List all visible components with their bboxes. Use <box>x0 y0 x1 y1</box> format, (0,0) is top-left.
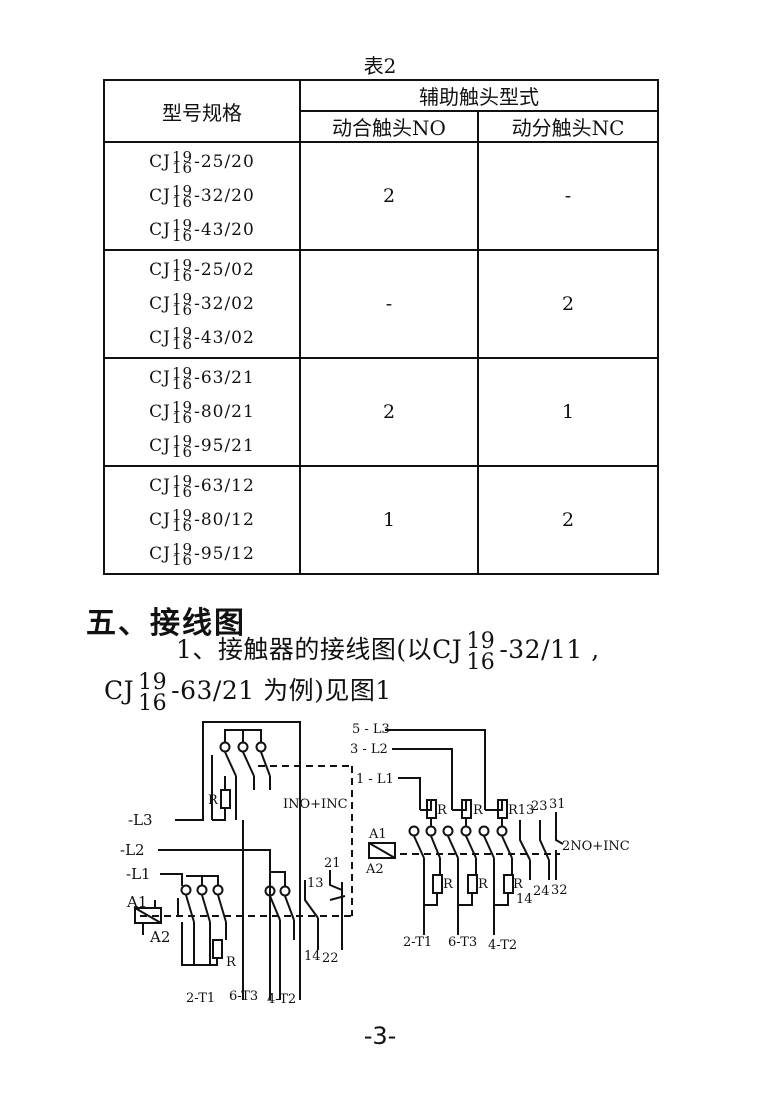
right-contactor-diagram <box>368 729 564 935</box>
label-left-a2: A2 <box>149 928 170 946</box>
wiring-diagram: -L3 -L2 -L1 A1 A2 R R INO+INC 13 21 14 2… <box>120 721 630 1007</box>
nc-cell: - <box>477 141 659 251</box>
label-left-t2: 4-T2 <box>267 992 296 1007</box>
page-number: -3- <box>363 1022 397 1050</box>
label-right-23: 23 <box>531 799 548 814</box>
label-left-13: 13 <box>307 876 324 891</box>
label-right-32: 32 <box>551 883 568 898</box>
label-right-a2: A2 <box>365 862 384 877</box>
no-cell: 2 <box>299 357 479 467</box>
label-right-a1: A1 <box>368 827 387 842</box>
label-right-24: 24 <box>533 884 550 899</box>
label-right-r2: R <box>473 803 484 818</box>
label-right-r6: R <box>513 877 524 892</box>
nc-cell: 2 <box>477 465 659 575</box>
header-nc: 动分触头NC <box>477 110 659 143</box>
label-right-31: 31 <box>549 797 566 812</box>
header-model: 型号规格 <box>103 79 301 143</box>
label-right-r5: R <box>478 877 489 892</box>
label-left-r-bottom: R <box>226 955 237 970</box>
label-right-t3: 6-T3 <box>448 935 477 950</box>
label-right-l2: 3 - L2 <box>350 742 388 757</box>
header-no: 动合触头NO <box>299 110 479 143</box>
table-caption: 表2 <box>363 54 397 78</box>
label-ino-inc: INO+INC <box>283 797 348 812</box>
label-right-r1: R <box>437 803 448 818</box>
label-right-r13: R13 <box>508 803 534 818</box>
nc-cell: 2 <box>477 249 659 359</box>
nc-cell: 1 <box>477 357 659 467</box>
diagram-labels: -L3 -L2 -L1 A1 A2 R R INO+INC 13 21 14 2… <box>120 722 630 1007</box>
label-left-t3: 6-T3 <box>229 989 258 1004</box>
label-left-t1: 2-T1 <box>186 991 215 1006</box>
section-title: 五、接线图 <box>86 606 246 641</box>
label-right-t1: 2-T1 <box>403 935 432 950</box>
label-left-a1: A1 <box>126 893 147 911</box>
label-left-l3: -L3 <box>128 811 153 829</box>
label-right-t2: 4-T2 <box>488 938 517 953</box>
label-right-l1: 1 - L1 <box>356 772 394 787</box>
label-right-14: 14 <box>516 892 533 907</box>
label-right-l3: 5 - L3 <box>352 722 390 737</box>
no-cell: 1 <box>299 465 479 575</box>
label-left-l2: -L2 <box>120 841 145 859</box>
header-aux-type: 辅助触头型式 <box>299 79 659 112</box>
no-cell: - <box>299 249 479 359</box>
label-2no-inc: 2NO+INC <box>562 839 630 854</box>
label-left-r-top: R <box>208 793 219 808</box>
label-left-22: 22 <box>322 951 339 966</box>
label-right-r4: R <box>443 877 454 892</box>
left-contactor-diagram <box>134 721 353 1000</box>
label-left-14: 14 <box>304 949 321 964</box>
label-left-l1: -L1 <box>126 865 151 883</box>
no-cell: 2 <box>299 141 479 251</box>
label-left-21: 21 <box>324 856 341 871</box>
